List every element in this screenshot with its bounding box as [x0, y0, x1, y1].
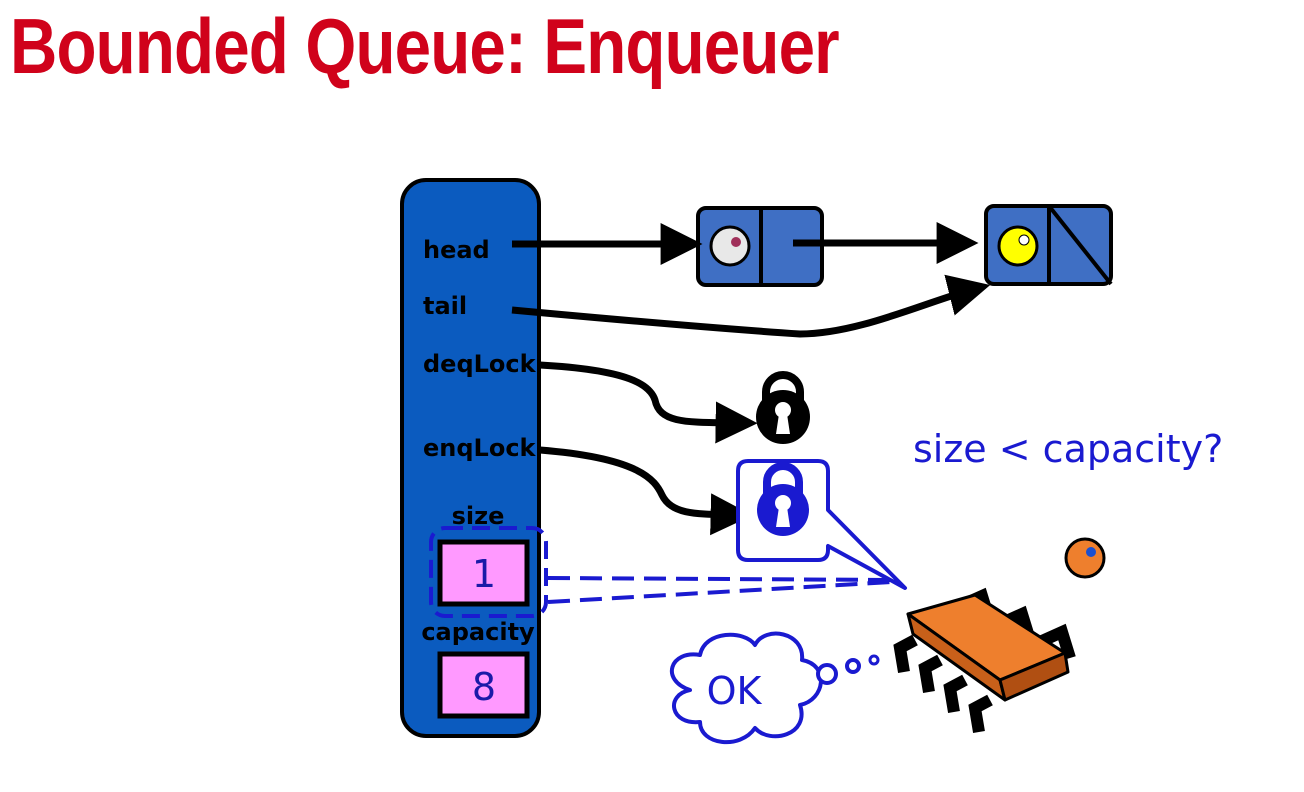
padlock-icon: [757, 462, 809, 536]
slide-title: Bounded Queue: Enqueuer: [10, 2, 840, 90]
condition-text: size < capacity?: [913, 427, 1223, 471]
node-item-circle-icon: [709, 225, 751, 267]
size-read-dash-upper: [547, 576, 893, 582]
tail-field-label: tail: [423, 292, 467, 320]
capacity-value: 8: [472, 665, 496, 709]
node-item-circle-icon: [997, 225, 1039, 267]
sentinel-node: [696, 206, 824, 287]
item-to-enqueue: [1064, 537, 1106, 579]
size-read-dash-lower: [547, 580, 893, 604]
thought-text: OK: [707, 669, 763, 713]
enqlock-field-label: enqLock: [423, 434, 537, 462]
size-value: 1: [472, 552, 496, 596]
size-box: [437, 539, 530, 607]
deqlock-pointer-arrow: [539, 361, 758, 444]
deqlock-field-label: deqLock: [423, 350, 537, 378]
capacity-field-label: capacity: [421, 618, 535, 646]
capacity-box: [437, 651, 530, 719]
tail-node: [984, 204, 1113, 286]
size-highlight: [429, 526, 548, 618]
thread-chip-icon: [893, 587, 1076, 733]
size-field-label: size: [452, 502, 505, 530]
head-field-label: head: [423, 236, 490, 264]
tail-pointer-arrow: [511, 274, 991, 338]
enqlock-pointer-arrow: [539, 446, 753, 536]
thought-bubble: [669, 631, 880, 745]
padlock-icon: [756, 371, 810, 444]
